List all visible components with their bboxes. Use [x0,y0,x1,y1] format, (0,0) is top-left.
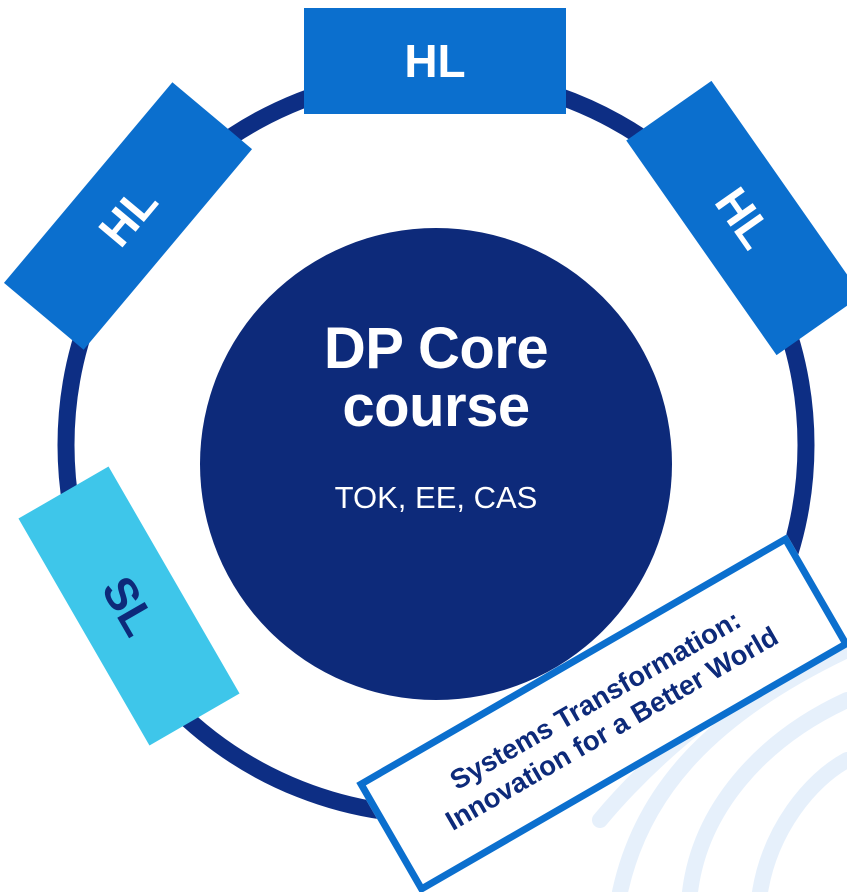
hl-label-top: HL [404,35,466,87]
hl-label-right: HL [705,177,783,259]
core-title-line2: course [342,374,530,439]
dp-core-circle: DP Core course TOK, EE, CAS [200,228,672,700]
leaf-watermark-stroke-2 [682,692,847,892]
hl-label-left: HL [88,175,168,257]
core-title-line1: DP Core [323,316,549,381]
sl-label: SL [91,567,167,645]
hl-box-top: HL [304,8,566,114]
leaf-watermark-stroke-3 [752,752,847,892]
core-title: DP Core course [200,320,672,436]
core-subtitle: TOK, EE, CAS [334,480,538,515]
